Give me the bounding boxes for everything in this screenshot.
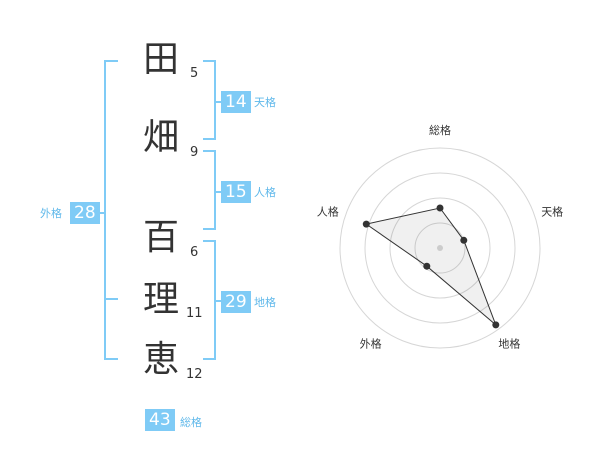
radar-point (423, 262, 431, 270)
stroke-count-2: 9 (190, 145, 199, 160)
radar-point (436, 204, 444, 212)
radar-axis-label: 地格 (498, 337, 520, 351)
name-char-3: 百 (142, 217, 179, 258)
radar-axis-label: 人格 (317, 205, 339, 219)
radar-data-polygon (365, 207, 497, 326)
radar-point (460, 236, 468, 244)
soukaku-label: 総格 (180, 416, 202, 429)
gaikaku-label: 外格 (40, 207, 62, 220)
radar-center (437, 245, 443, 251)
chikaku-value: 29 (221, 291, 251, 313)
soukaku-value: 43 (145, 409, 175, 431)
jinkaku-tick (215, 191, 221, 193)
name-char-2: 畑 (142, 117, 179, 158)
stroke-count-1: 5 (190, 66, 199, 81)
chikaku-tick (215, 300, 221, 302)
name-char-5: 恵 (142, 339, 179, 380)
gaikaku-bracket (104, 60, 118, 360)
radar-ring (414, 222, 466, 274)
tenkaku-tick (215, 101, 221, 103)
name-char-4: 理 (142, 279, 179, 320)
stroke-count-3: 6 (190, 245, 199, 260)
stroke-count-5: 12 (186, 367, 203, 382)
radar-ring (364, 172, 516, 324)
name-char-1: 田 (142, 39, 179, 80)
tenkaku-bracket (203, 60, 216, 140)
gaikaku-bracket-mid (104, 298, 118, 300)
radar-axis-label: 天格 (541, 205, 563, 219)
jinkaku-label: 人格 (254, 186, 276, 199)
radar-axis-label: 外格 (360, 337, 382, 351)
jinkaku-value: 15 (221, 181, 251, 203)
radar-ring (389, 197, 491, 299)
chikaku-label: 地格 (254, 296, 276, 309)
radar-point (492, 321, 500, 329)
radar-axis-label: 総格 (429, 123, 451, 137)
tenkaku-value: 14 (221, 91, 251, 113)
radar-point (362, 220, 370, 228)
tenkaku-label: 天格 (254, 96, 276, 109)
radar-ring (339, 147, 541, 349)
stroke-count-4: 11 (186, 306, 203, 321)
gaikaku-value: 28 (70, 202, 100, 224)
jinkaku-bracket (203, 150, 216, 230)
gaikaku-tick (98, 212, 105, 214)
